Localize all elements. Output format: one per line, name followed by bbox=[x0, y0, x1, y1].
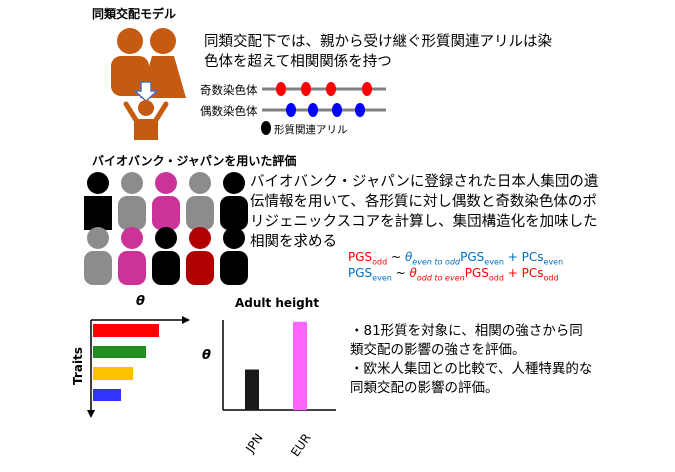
person-icon bbox=[118, 227, 146, 285]
section1-description: 同類交配下では、親から受け継ぐ形質関連アリルは染 色体を超えて相関関係を持つ bbox=[204, 32, 552, 72]
traits-y-axis-arrow-icon bbox=[87, 410, 95, 418]
bullet1-line1: ・81形質を対象に、相関の強さから同 bbox=[350, 323, 583, 339]
formula2-theta: θodd to even bbox=[409, 266, 465, 283]
regression-formula-1: PGSodd ~ θeven to oddPGSeven + PCseven bbox=[348, 249, 563, 270]
section2-description-line4: 相関を求める bbox=[250, 234, 337, 250]
allele-legend-dot bbox=[261, 121, 271, 135]
person-icon bbox=[152, 227, 180, 285]
section1-description-line1: 同類交配下では、親から受け継ぐ形質関連アリルは染 bbox=[204, 34, 552, 50]
bullet2-line1: ・欧米人集団との比較で、人種特異的な bbox=[350, 361, 593, 377]
father-icon bbox=[111, 28, 149, 96]
formula2-tilde: ~ bbox=[395, 266, 406, 280]
even-chromosome bbox=[262, 103, 386, 117]
person-icon bbox=[118, 172, 146, 230]
regression-formula-2: PGSeven ~ θodd to evenPGSodd + PCsodd bbox=[348, 265, 559, 286]
section2-description-line1: バイオバンク・ジャパンに登録された日本人集団の遺 bbox=[250, 174, 599, 190]
height-chart bbox=[222, 320, 336, 411]
person-icon bbox=[186, 172, 214, 230]
population-figure bbox=[84, 172, 248, 285]
person-icon bbox=[84, 172, 112, 230]
even-chromosome-label: 偶数染色体 bbox=[200, 104, 258, 118]
bullet1-line2: 類交配の影響の強さを評価。 bbox=[350, 342, 526, 358]
traits-x-axis-arrow-icon bbox=[182, 316, 190, 324]
formula2-pcs: PCsodd bbox=[521, 266, 559, 283]
trait-bar-blue bbox=[93, 389, 121, 401]
formula1-tilde: ~ bbox=[391, 250, 402, 264]
bullet2-line2: 同類交配の影響の評価。 bbox=[350, 380, 499, 396]
odd-chromosome bbox=[262, 82, 386, 96]
trait-bar-red bbox=[93, 324, 159, 337]
formula2-plus: + bbox=[507, 266, 518, 280]
height-bar-eur bbox=[293, 321, 307, 410]
section2-title: バイオバンク・ジャパンを用いた評価 bbox=[92, 154, 297, 168]
traits-theta-label: θ bbox=[136, 294, 145, 309]
trait-bar-green bbox=[93, 346, 146, 358]
inheritance-arrow-icon bbox=[133, 81, 159, 103]
traits-chart bbox=[87, 316, 190, 418]
height-chart-ylabel: θ bbox=[202, 348, 211, 363]
height-chart-title: Adult height bbox=[234, 296, 320, 310]
section2-description-line3: リジェニックスコアを計算し、集団構造化を加味した bbox=[250, 214, 598, 230]
section2-description: バイオバンク・ジャパンに登録された日本人集団の遺 伝情報を用いて、各形質に対し偶… bbox=[250, 172, 598, 252]
section2-description-line2: 伝情報を用いて、各形質に対し偶数と奇数染色体のポ bbox=[250, 194, 597, 210]
formula2-pgs: PGSodd bbox=[464, 266, 504, 283]
person-icon bbox=[84, 227, 112, 285]
formula1-theta: θeven to odd bbox=[404, 250, 461, 267]
formula1-pgs: PGSeven bbox=[460, 250, 504, 267]
section1-description-line2: 色体を超えて相関関係を持つ bbox=[204, 54, 392, 70]
formula1-pcs: PCseven bbox=[521, 250, 564, 267]
height-bar-jpn bbox=[245, 369, 259, 410]
person-icon bbox=[152, 172, 180, 230]
formula1-plus: + bbox=[507, 250, 518, 264]
child-icon bbox=[123, 100, 169, 140]
formula1-lhs: PGSodd bbox=[348, 250, 388, 267]
section3-bullets: ・81形質を対象に、相関の強さから同 類交配の影響の強さを評価。 ・欧米人集団と… bbox=[350, 322, 592, 398]
person-icon bbox=[220, 227, 248, 285]
formula2-lhs: PGSeven bbox=[348, 266, 392, 283]
person-icon bbox=[220, 172, 248, 230]
allele-legend-label: 形質関連アリル bbox=[274, 124, 348, 136]
trait-bar-yellow bbox=[93, 367, 133, 380]
section1-title: 同類交配モデル bbox=[92, 7, 177, 21]
person-icon bbox=[186, 227, 214, 285]
section1-figure bbox=[111, 28, 386, 140]
odd-chromosome-label: 奇数染色体 bbox=[200, 83, 258, 97]
